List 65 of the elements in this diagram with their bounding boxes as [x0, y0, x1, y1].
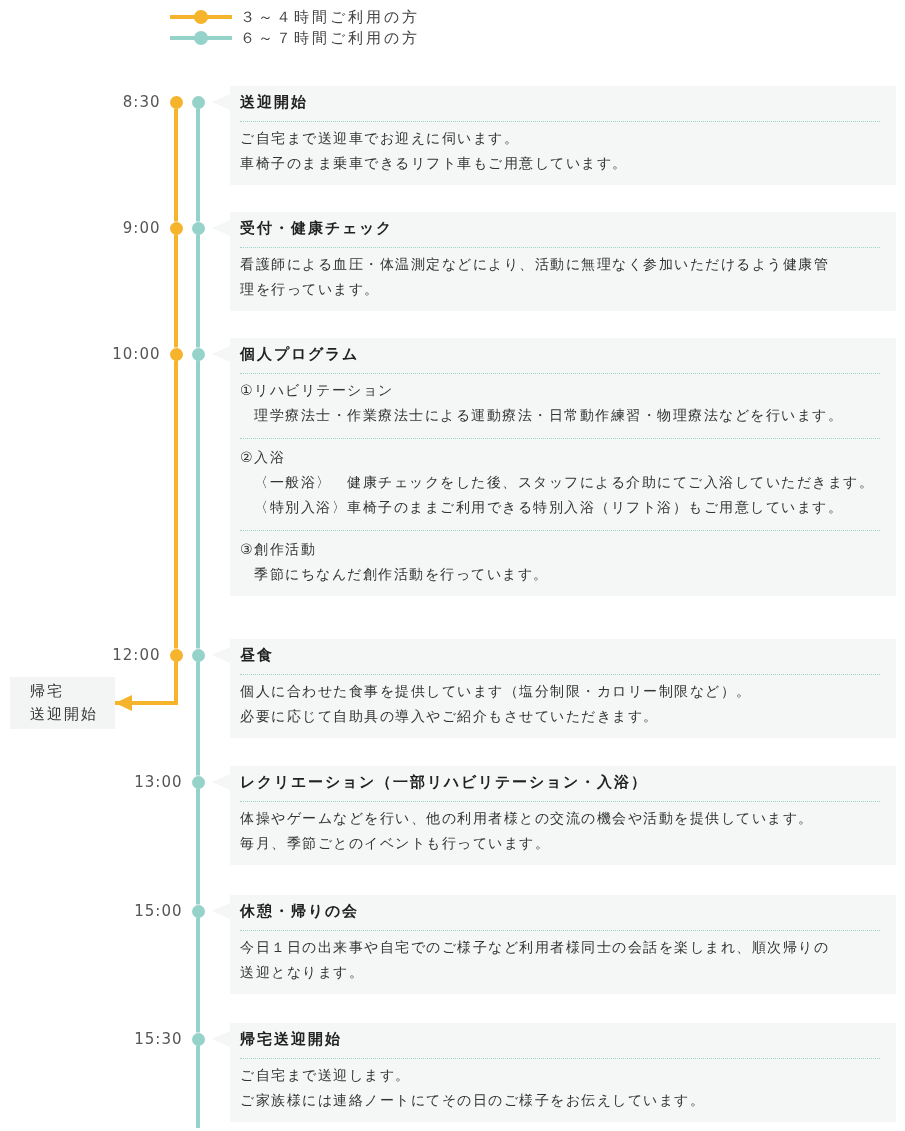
- timeline-dot-icon: [191, 904, 205, 918]
- timeline-line: [196, 108, 200, 222]
- destination-panel: [10, 677, 115, 729]
- card-text: ご自宅まで送迎車でお迎えに伺います。: [240, 129, 519, 148]
- card-text: 〈一般浴〉 健康チェックをした後、スタッフによる介助にてご入浴していただきます。: [254, 473, 874, 492]
- timeline-dot-icon: [169, 347, 183, 361]
- timeline-line: [174, 360, 178, 649]
- timeline-line: [196, 661, 200, 776]
- time-label: 15:30: [134, 1029, 183, 1049]
- card-text: ご家族様には連絡ノートにてその日のご様子をお伝えしています。: [240, 1091, 705, 1110]
- time-label: 15:00: [134, 901, 183, 921]
- timeline-dot-icon: [191, 1032, 205, 1046]
- legend-text: ６～７時間ご利用の方: [240, 29, 420, 48]
- timeline-dot-icon: [169, 648, 183, 662]
- schedule-card: [212, 212, 896, 311]
- section-heading: ②入浴: [240, 448, 286, 467]
- timeline-dot-icon: [191, 775, 205, 789]
- legend-text: ３～４時間ご利用の方: [240, 8, 420, 27]
- card-title: レクリエーション（一部リハビリテーション・入浴）: [240, 772, 648, 792]
- card-text: 個人に合わせた食事を提供しています（塩分制限・カロリー制限など）。: [240, 682, 752, 701]
- time-label: 12:00: [112, 645, 161, 665]
- section-heading: ①リハビリテーション: [240, 381, 394, 400]
- timeline-dot-icon: [169, 221, 183, 235]
- timeline-line: [174, 234, 178, 348]
- card-title: 昼食: [240, 645, 274, 665]
- timeline-line: [196, 234, 200, 348]
- schedule-card: [212, 86, 896, 185]
- time-label: 13:00: [134, 772, 183, 792]
- time-label: 8:30: [122, 92, 161, 112]
- destination-text: 送迎開始: [30, 704, 98, 725]
- schedule-card: [212, 895, 896, 994]
- time-label: 10:00: [112, 344, 161, 364]
- card-text: 毎月、季節ごとのイベントも行っています。: [240, 834, 550, 853]
- card-title: 個人プログラム: [240, 344, 359, 364]
- timeline-line: [174, 108, 178, 222]
- timeline-line: [196, 360, 200, 649]
- card-text: 車椅子のまま乗車できるリフト車もご用意しています。: [240, 154, 628, 173]
- time-label: 9:00: [122, 218, 161, 238]
- schedule-card: [212, 1023, 896, 1122]
- card-title: 受付・健康チェック: [240, 218, 393, 238]
- card-text: ご自宅まで送迎します。: [240, 1066, 411, 1085]
- schedule-card: [212, 766, 896, 865]
- timeline-line: [196, 917, 200, 1033]
- schedule-card: [212, 639, 896, 738]
- timeline-dot-icon: [169, 95, 183, 109]
- arrow: [115, 661, 178, 711]
- card-text: 看護師による血圧・体温測定などにより、活動に無理なく参加いただけるよう健康管理を行っています。: [240, 255, 830, 299]
- card-title: 帰宅送迎開始: [240, 1029, 342, 1049]
- schedule-card: [212, 338, 896, 596]
- card-text: 理学療法士・作業療法士による運動療法・日常動作練習・物理療法などを行います。: [254, 406, 843, 425]
- card-text: 体操やゲームなどを行い、他の利用者様との交流の機会や活動を提供しています。: [240, 809, 814, 828]
- timeline-dot-icon: [191, 648, 205, 662]
- section-heading: ③創作活動: [240, 540, 317, 559]
- card-title: 休憩・帰りの会: [240, 901, 359, 921]
- timeline-dot-icon: [191, 95, 205, 109]
- timeline-line: [196, 1045, 200, 1128]
- card-text: 季節にちなんだ創作活動を行っています。: [254, 565, 549, 584]
- card-text: 〈特別入浴〉車椅子のままご利用できる特別入浴（リフト浴）もご用意しています。: [254, 498, 843, 517]
- timeline-dot-icon: [191, 221, 205, 235]
- timeline-dot-icon: [191, 347, 205, 361]
- card-title: 送迎開始: [240, 92, 308, 112]
- card-text: 必要に応じて自助具の導入やご紹介もさせていただきます。: [240, 707, 659, 726]
- card-text: 今日１日の出来事や自宅でのご様子など利用者様同士の会話を楽しまれ、順次帰りの送迎となります。: [240, 938, 830, 982]
- destination-text: 帰宅: [30, 681, 64, 702]
- timeline-line: [196, 788, 200, 905]
